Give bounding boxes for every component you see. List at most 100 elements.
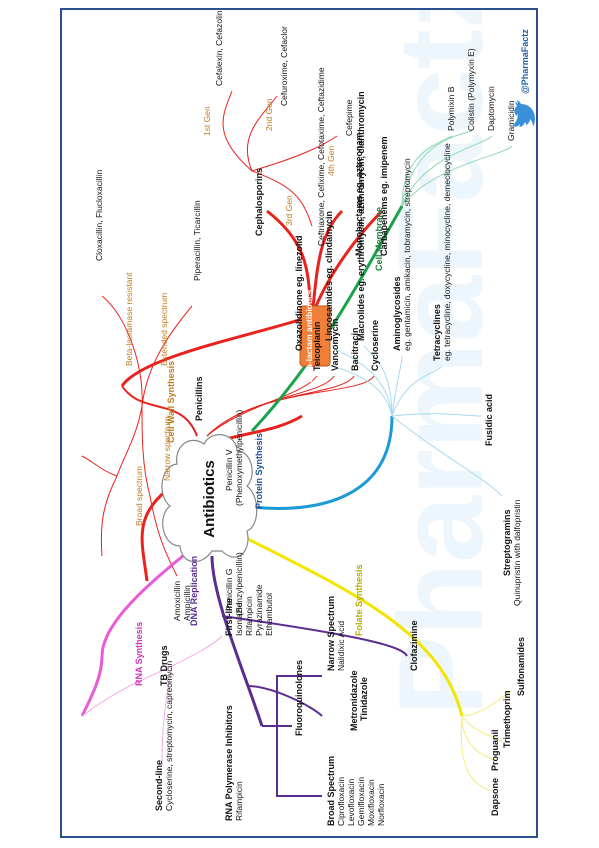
link-cephalosporins xyxy=(266,209,314,317)
mindmap-canvas: PharmaFactz xyxy=(62,10,536,836)
link-teicoplanin xyxy=(206,375,318,437)
gen1-label: 1st Gen xyxy=(202,106,212,136)
cycloserine-label: Cycloserine xyxy=(370,320,380,371)
folate-drug-1: Sulfonamides xyxy=(516,637,526,696)
gen4-drugs: Cefepime xyxy=(344,99,354,136)
lincosamides-label: Lincosamides eg. clindamycin xyxy=(324,211,334,341)
bacitracin-label: Bacitracin xyxy=(350,327,360,371)
center-cloud: Antibiotics xyxy=(161,434,258,563)
extended-label: Extended spectrum xyxy=(159,293,169,366)
tb-second-drugs: Cycloserine, streptomycin, capreomycin xyxy=(164,661,174,811)
membrane-drug-2: Colistin (Polymyxin E) xyxy=(466,48,476,131)
folate-drug-2: Trimethoprim xyxy=(502,690,512,748)
narrow-spectrum-label: Narrow Spectrum xyxy=(326,596,336,671)
link-tetracyclines xyxy=(391,365,443,417)
fusidic-label: Fusidic acid xyxy=(484,394,494,446)
gen4-label: 4th Gen xyxy=(326,145,336,176)
broad-drug-b: Levofloxacin xyxy=(346,778,356,826)
link-tb xyxy=(81,665,173,717)
pen-g: Penicillin G xyxy=(224,568,234,611)
folate-drug-links xyxy=(460,690,513,792)
twitter-handle[interactable]: @PharmaFactz xyxy=(520,29,530,94)
tetracyclines-eg: eg. tetracycline, doxycycline, minocycli… xyxy=(442,143,452,361)
twitter-icon xyxy=(512,100,535,127)
cephalosporins-label: Cephalosporins xyxy=(254,168,264,236)
streptogramins-label: Streptogramins xyxy=(502,509,512,576)
link-fusidic xyxy=(391,413,483,417)
cell-membrane-label: Cell Membrane xyxy=(374,207,384,271)
link-monobactams xyxy=(310,209,344,317)
link-cycloserine xyxy=(206,375,375,437)
link-gen4 xyxy=(251,135,338,172)
link-pen-g xyxy=(100,475,118,557)
watermark: PharmaFactz xyxy=(374,10,508,716)
link-proguanil xyxy=(461,715,498,762)
broad-label: Broad spectrum xyxy=(134,466,144,526)
link-gen2 xyxy=(246,95,278,172)
twitter-badge: @PharmaFactz xyxy=(512,29,535,127)
link-gen3 xyxy=(251,170,313,227)
protein-label: Protein Synthesis xyxy=(254,433,264,509)
protein-drug-links xyxy=(301,345,503,497)
tinidazole-label: Tinidazole xyxy=(359,677,369,721)
link-gen1 xyxy=(222,90,253,172)
beta-resistant-label: Beta-lactamase resistant xyxy=(124,272,134,366)
link-aminoglycosides xyxy=(391,355,403,417)
tb-first-2: Rifampicin xyxy=(244,596,254,636)
cloud-shape xyxy=(161,434,258,563)
broad-drug-d: Moxifloxacin xyxy=(366,779,376,826)
pen-v-full: (Phenoxymethylpenicillin) xyxy=(234,409,244,506)
cell-membrane-drug-links xyxy=(401,130,513,207)
folate-label: Folate Synthesis xyxy=(354,564,364,636)
antibiotics-mindmap: PharmaFactz xyxy=(80,10,535,826)
folate-drug-4: Dapsone xyxy=(490,778,500,816)
cell-wall-branch xyxy=(81,90,384,582)
link-macrolides xyxy=(363,345,393,417)
dna-drug-links xyxy=(221,615,408,797)
tb-drugs-label: TB Drugs xyxy=(159,646,169,687)
tb-first-4: Ethambutol xyxy=(264,593,274,636)
link-pen-v xyxy=(81,455,118,477)
cell-wall-main-link xyxy=(140,484,173,582)
cell-wall-label: Cell Wall Synthesis xyxy=(166,361,176,443)
link-tb-first xyxy=(171,635,223,667)
link-broad xyxy=(276,726,322,797)
link-dapsone xyxy=(460,715,493,792)
folate-drug-3: Proguanil xyxy=(490,729,500,771)
extended-drugs: Piperacillin, Ticarcillin xyxy=(192,200,202,281)
link-polymixin xyxy=(401,135,453,207)
carbapenems-label: Carbapenems eg. imipenem xyxy=(379,136,389,256)
aminoglycosides-eg: eg. gentamicin, amikacin, tobramycin, st… xyxy=(402,158,412,351)
pen-g-full: (Benzylpenicillin) xyxy=(234,552,244,616)
link-colistin xyxy=(401,130,473,207)
gen2-drugs: Cefuroxime, Cefaclor xyxy=(279,26,289,106)
link-narrow xyxy=(276,675,322,726)
tb-first-line: First-line xyxy=(224,598,234,636)
link-beta-resistant xyxy=(101,295,143,407)
streptogramins-eg: Quinupristin with dalfopristin xyxy=(512,499,522,606)
tb-second-line: Second-line xyxy=(154,760,164,811)
rna-label: RNA Synthesis xyxy=(134,622,144,686)
beta-resistant-drugs: Cloxacillin, Flucloxacillin xyxy=(94,170,104,261)
membrane-drug-1: Polymixin B xyxy=(446,86,456,131)
macrolides-label: Macrolides eg. erythromycin, azithromyci… xyxy=(356,91,366,341)
rna-link xyxy=(80,534,208,717)
mindmap-frame: PharmaFactz xyxy=(60,8,538,838)
link-clofazimine xyxy=(221,615,408,657)
fluoroquinolones-label: Fluoroquinolones xyxy=(294,660,304,736)
link-beta-pen xyxy=(120,314,313,387)
beta-lactam-box xyxy=(299,305,331,367)
tb-first-3: Pyrazinamide xyxy=(254,584,264,636)
link-carbapenems xyxy=(310,209,384,317)
link-streptogramins xyxy=(391,415,503,497)
narrow-label: Narrow spectrum xyxy=(162,416,172,481)
broad-drug-1: Amoxicillin xyxy=(172,581,182,621)
protein-link xyxy=(241,415,394,510)
broad-drug-2: Ampicillin xyxy=(182,585,192,621)
oxazolidinone-label: Oxazolidinone eg. linezolid xyxy=(294,235,304,351)
rna-rifampicin: Rifampicin xyxy=(234,781,244,821)
link-narrow xyxy=(116,405,143,477)
beta-lactam-text: Beta-lactam antibiotics xyxy=(304,289,314,382)
link-vancomycin xyxy=(206,375,335,437)
link-extended xyxy=(141,305,193,407)
